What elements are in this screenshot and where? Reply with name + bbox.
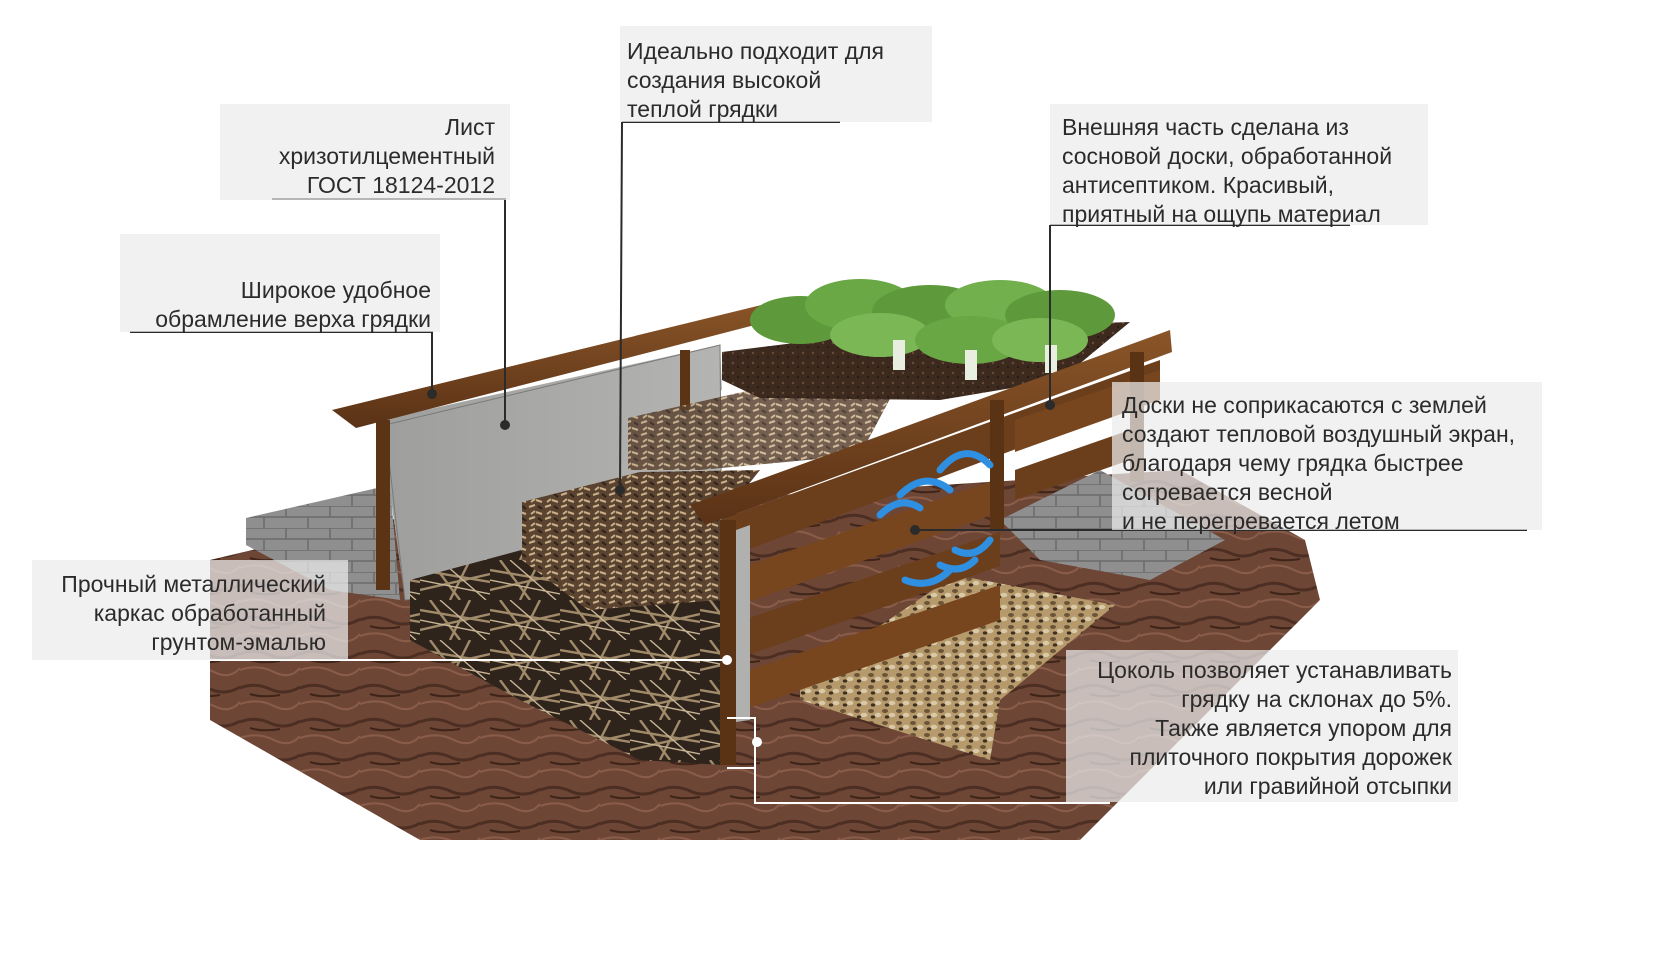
annotation-boards-line: благодаря чему грядка быстрее [1122, 449, 1515, 478]
annotation-outer: Внешняя часть сделана из сосновой доски,… [1062, 113, 1392, 229]
annotation-boards-line: Доски не соприкасаются с землей [1122, 391, 1515, 420]
annotation-metal-line: Прочный металлический [61, 570, 326, 599]
annotation-plinth: Цоколь позволяет устанавливать грядку на… [1097, 656, 1452, 801]
annotation-plinth-line: Цоколь позволяет устанавливать [1097, 656, 1452, 685]
annotation-outer-line: сосновой доски, обработанной [1062, 142, 1392, 171]
annotation-frame: Широкое удобное обрамление верха грядки [155, 276, 431, 334]
annotation-ideal-line: теплой грядки [627, 95, 884, 124]
annotation-boards: Доски не соприкасаются с землей создают … [1122, 391, 1515, 536]
annotation-outer-line: Внешняя часть сделана из [1062, 113, 1392, 142]
annotation-sheet-line: Лист [279, 113, 495, 142]
annotation-sheet-line: ГОСТ 18124-2012 [279, 171, 495, 200]
annotation-sheet-line: хризотилцементный [279, 142, 495, 171]
annotation-frame-line: обрамление верха грядки [155, 305, 431, 334]
annotation-plinth-line: грядку на склонах до 5%. [1097, 685, 1452, 714]
annotation-ideal: Идеально подходит для создания высокой т… [627, 37, 884, 124]
annotation-ideal-line: Идеально подходит для [627, 37, 884, 66]
annotation-plinth-line: Также является упором для [1097, 714, 1452, 743]
annotation-frame-line: Широкое удобное [155, 276, 431, 305]
annotation-outer-line: антисептиком. Красивый, [1062, 171, 1392, 200]
post-back-mid [680, 350, 690, 410]
annotation-plinth-line: плиточного покрытия дорожек [1097, 743, 1452, 772]
annotation-boards-line: создают тепловой воздушный экран, [1122, 420, 1515, 449]
annotation-ideal-line: создания высокой [627, 66, 884, 95]
annotation-metal-line: каркас обработанный [61, 599, 326, 628]
annotation-metal-line: грунтом-эмалью [61, 628, 326, 657]
annotation-plinth-line: или гравийной отсыпки [1097, 772, 1452, 801]
annotation-metal: Прочный металлический каркас обработанны… [61, 570, 326, 657]
annotation-outer-line: приятный на ощупь материал [1062, 200, 1392, 229]
post-back-left [376, 420, 390, 590]
annotation-boards-line: согревается весной [1122, 478, 1515, 507]
annotation-boards-line: и не перегревается летом [1122, 507, 1515, 536]
annotation-sheet: Лист хризотилцементный ГОСТ 18124-2012 [279, 113, 495, 200]
